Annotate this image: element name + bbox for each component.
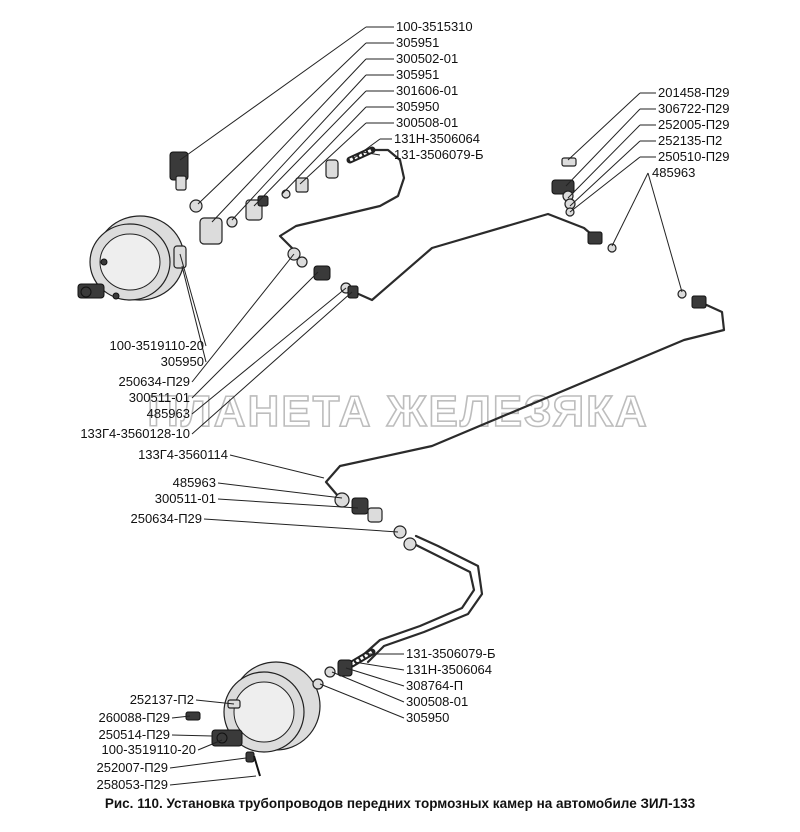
part-label: 131Н-3506064 (406, 662, 492, 677)
part-label: 252005-П29 (658, 117, 730, 132)
upper-brake-chamber (77, 215, 187, 301)
part-label: 485963 (652, 165, 695, 180)
part-label: 100-3515310 (396, 19, 473, 34)
part-label: 485963 (147, 406, 190, 421)
part-label: 260088-П29 (98, 710, 170, 725)
part-label: 250510-П29 (658, 149, 730, 164)
part-label: 133Г4-3560128-10 (80, 426, 190, 441)
part-label: 300511-01 (155, 491, 216, 506)
part-label: 305951 (396, 35, 439, 50)
part-label: 250514-П29 (98, 727, 170, 742)
watermark: ПЛАНЕТА ЖЕЛЕЗЯКА (147, 387, 649, 436)
part-label: 252137-П2 (130, 692, 194, 707)
brake-pipes (278, 148, 726, 664)
part-label: 300502-01 (396, 51, 458, 66)
figure-caption: Рис. 110. Установка трубопроводов передн… (104, 796, 696, 811)
part-label: 131-3506079-Б (406, 646, 496, 661)
part-label: 252135-П2 (658, 133, 722, 148)
lower-pipe (360, 540, 476, 658)
part-label: 305950 (406, 710, 449, 725)
part-label: 252007-П29 (96, 760, 168, 775)
part-label: 133Г4-3560114 (138, 447, 228, 462)
part-label: 305950 (396, 99, 439, 114)
part-label: 485963 (173, 475, 216, 490)
part-label: 201458-П29 (658, 85, 730, 100)
part-label: 300508-01 (406, 694, 468, 709)
part-label: 305950 (161, 354, 204, 369)
lower-pipe-parallel (366, 534, 484, 664)
part-labels: 100-3515310 305951 300502-01 305951 3016… (80, 19, 729, 792)
part-label: 300511-01 (129, 390, 190, 405)
part-label: 250634-П29 (118, 374, 190, 389)
upper-pipe-long (352, 212, 600, 302)
part-label: 258053-П29 (96, 777, 168, 792)
main-pipe (324, 300, 726, 498)
lower-brake-chamber (185, 661, 321, 777)
part-label: 131-3506079-Б (394, 147, 484, 162)
part-label: 306722-П29 (658, 101, 730, 116)
part-label: 100-3519110-20 (102, 742, 196, 757)
upper-pipe-left (278, 148, 406, 250)
leader-lines (169, 26, 683, 786)
part-label: 100-3519110-20 (110, 338, 204, 353)
part-label: 250634-П29 (130, 511, 202, 526)
part-label: 300508-01 (396, 115, 458, 130)
part-label: 131Н-3506064 (394, 131, 480, 146)
part-label: 308764-П (406, 678, 463, 693)
part-label: 301606-01 (396, 83, 458, 98)
part-label: 305951 (396, 67, 439, 82)
